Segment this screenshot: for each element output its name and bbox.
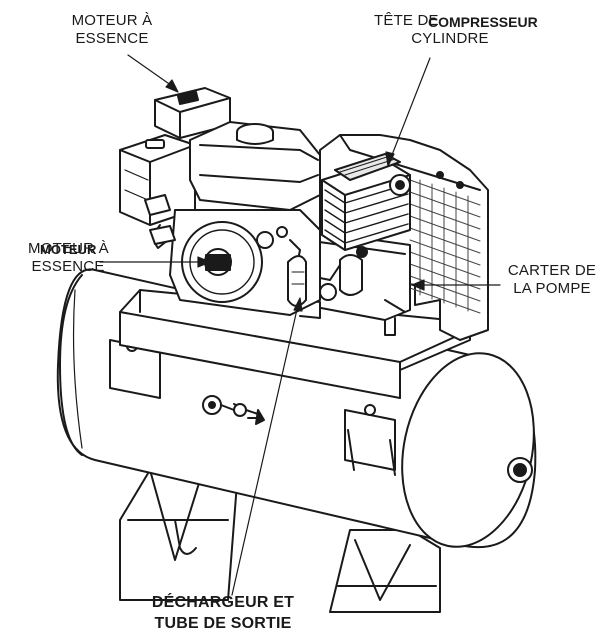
label-compressor-head-overlay: COMPRESSEUR [428, 14, 538, 30]
label-gas-engine-left: MOTEUR À ESSENCE [28, 240, 109, 275]
label-compressor-head: TÊTE DE CYLINDRE [374, 12, 489, 47]
compressor-pump [299, 153, 411, 336]
cylinder-head [321, 153, 411, 251]
gas-engine [119, 87, 321, 316]
tank-leg-right [329, 529, 441, 613]
label-gas-engine-left-overlay: MOTEUR [40, 242, 97, 257]
engine-pulley [287, 255, 307, 307]
label-gas-engine-top: MOTEUR À ESSENCE [71, 12, 153, 47]
callout-leaders [99, 54, 501, 596]
label-pump-case: CARTER DE LA POMPE [507, 262, 597, 297]
label-unloader: DÉCHARGEUR ET TUBE DE SORTIE [151, 594, 295, 632]
